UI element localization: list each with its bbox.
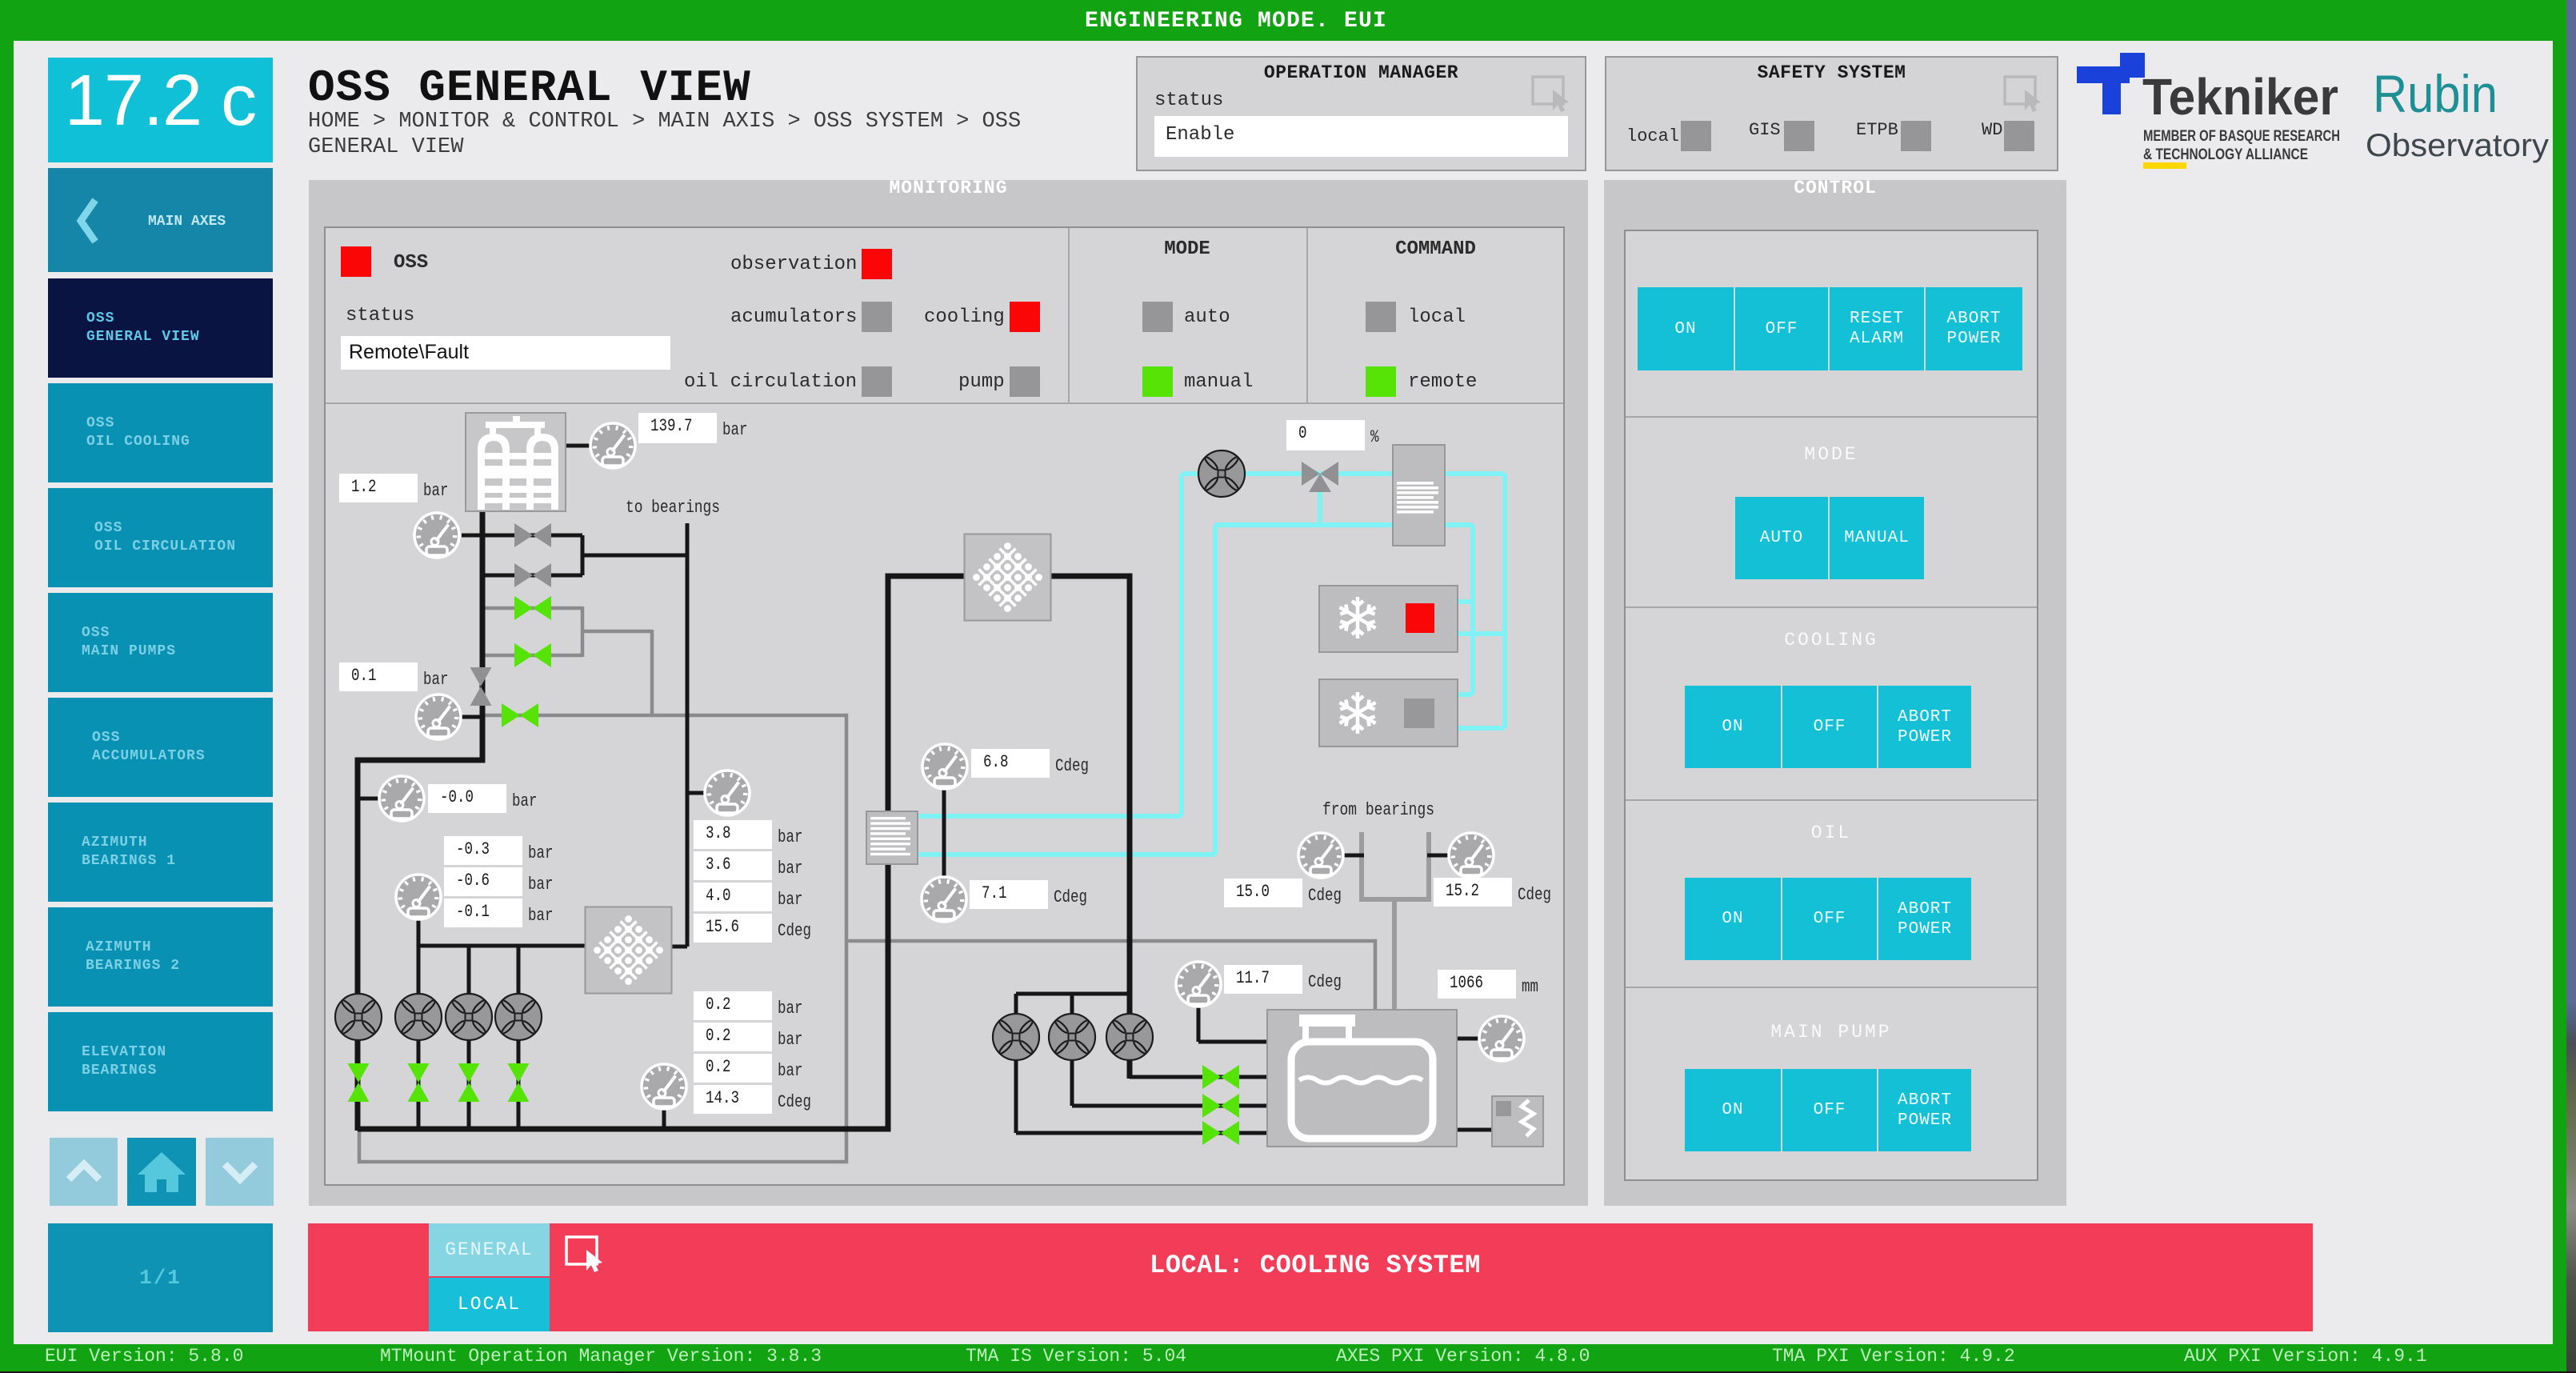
svg-text:MAIN AXES: MAIN AXES: [148, 214, 226, 230]
